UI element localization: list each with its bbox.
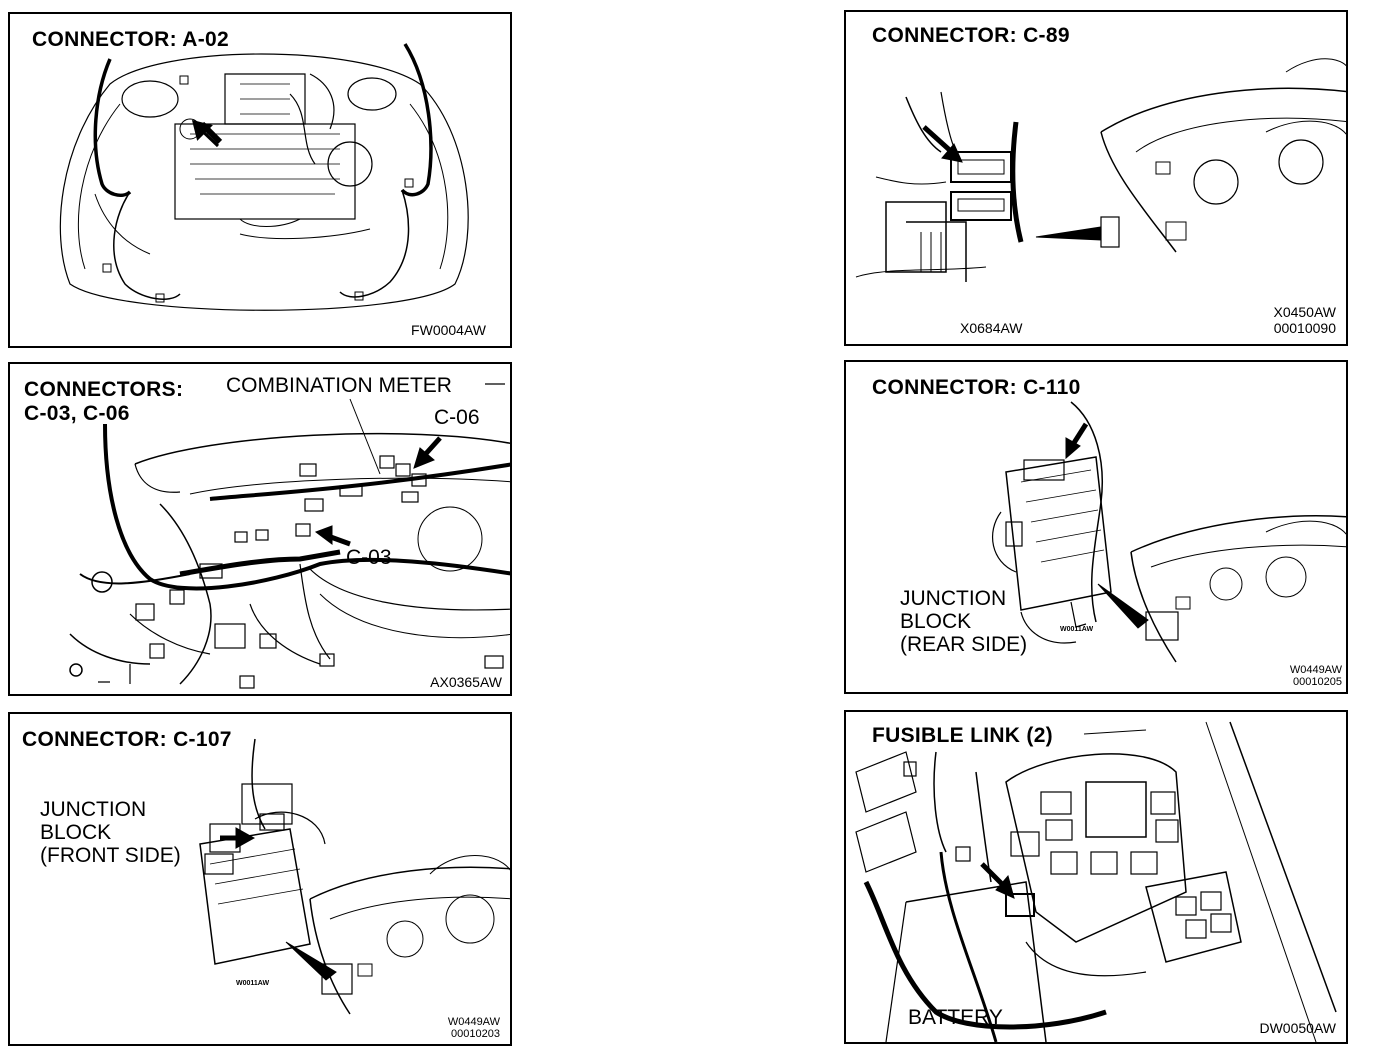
panel-title: CONNECTOR: A-02 bbox=[32, 28, 230, 51]
junction-block-rear-drawing bbox=[992, 401, 1346, 663]
panel-connector-c107: CONNECTOR: C-107 JUNCTION BLOCK (FRONT S… bbox=[8, 712, 512, 1046]
panel-title: CONNECTOR: C-107 bbox=[22, 728, 232, 751]
label-junction-block: JUNCTION BLOCK (REAR SIDE) bbox=[900, 587, 1028, 656]
panel-connector-c89: CONNECTOR: C-89 X0684AW X0450AW 00010090 bbox=[844, 10, 1348, 346]
label-battery: BATTERY bbox=[908, 1006, 1003, 1029]
label-junction-block: JUNCTION BLOCK (FRONT SIDE) bbox=[40, 798, 181, 867]
figure-code: FW0004AW bbox=[411, 322, 486, 338]
panel-title: FUSIBLE LINK (2) bbox=[872, 724, 1053, 747]
figure-code-right: X0450AW 00010090 bbox=[1273, 304, 1336, 336]
panel-title: CONNECTOR: C-110 bbox=[872, 376, 1081, 399]
small-figure-code: W0011AW bbox=[1060, 626, 1094, 633]
junction-block-front-drawing bbox=[199, 738, 510, 1015]
panel-title: CONNECTOR: C-89 bbox=[872, 24, 1070, 47]
fusible-link-drawing bbox=[855, 721, 1337, 1042]
label-c06: C-06 bbox=[434, 406, 480, 429]
figure-code: DW0050AW bbox=[1259, 1020, 1336, 1036]
label-combination-meter: COMBINATION METER bbox=[226, 374, 452, 397]
engine-bay-drawing bbox=[59, 43, 469, 311]
small-figure-code: W0011AW bbox=[236, 980, 270, 987]
panel-connectors-c03-c06: CONNECTORS: C-03, C-06 COMBINATION METER… bbox=[8, 362, 512, 696]
panel-connector-c110: CONNECTOR: C-110 JUNCTION BLOCK (REAR SI… bbox=[844, 360, 1348, 694]
figure-code: W0449AW 00010205 bbox=[1289, 664, 1342, 688]
panel-title: CONNECTORS: C-03, C-06 bbox=[24, 378, 184, 425]
panel-fusible-link: FUSIBLE LINK (2) BATTERY DW0050AW bbox=[844, 710, 1348, 1044]
figure-code: W0449AW 00010203 bbox=[447, 1016, 500, 1040]
combination-meter-drawing bbox=[69, 383, 510, 689]
figure-code-left: X0684AW bbox=[960, 320, 1023, 336]
dashboard-connector-drawing bbox=[855, 58, 1346, 282]
figure-code: AX0365AW bbox=[430, 674, 502, 690]
label-c03: C-03 bbox=[346, 546, 392, 569]
panel-connector-a02: CONNECTOR: A-02 FW0004AW bbox=[8, 12, 512, 348]
